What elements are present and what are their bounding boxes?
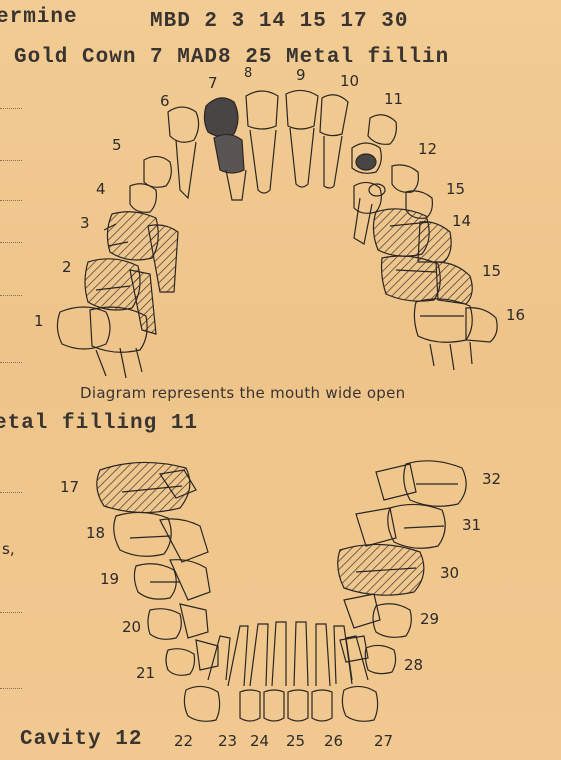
- metal-filling-note: etal filling 11: [0, 412, 198, 435]
- tooth-27: [342, 686, 377, 721]
- tooth-label: 26: [324, 732, 343, 750]
- tooth-24: [264, 690, 284, 721]
- tooth-label: 5: [112, 136, 122, 154]
- tooth-label: 10: [340, 72, 359, 90]
- tooth-label: 29: [420, 610, 439, 628]
- tooth-10: [320, 95, 348, 136]
- tooth-label: 15: [446, 180, 465, 198]
- tooth-8: [246, 91, 278, 129]
- tooth-28: [365, 645, 395, 673]
- tooth-label: 12: [418, 140, 437, 158]
- tooth-label: 3: [80, 214, 90, 232]
- tooth-9: [286, 90, 318, 129]
- tooth-17: [97, 462, 190, 512]
- tooth-label: 19: [100, 570, 119, 588]
- tooth-label: 11: [384, 90, 403, 108]
- diagram-caption: Diagram represents the mouth wide open: [80, 384, 405, 402]
- tooth-label: 24: [250, 732, 269, 750]
- tooth-label: 32: [482, 470, 501, 488]
- tooth-label: 15: [482, 262, 501, 280]
- tooth-5: [144, 156, 171, 187]
- tooth-12: [392, 165, 418, 192]
- tooth-label: 31: [462, 516, 481, 534]
- tooth-label: 16: [506, 306, 525, 324]
- tooth-6: [168, 107, 199, 142]
- tooth-label: 21: [136, 664, 155, 682]
- tooth-23: [240, 690, 260, 721]
- tooth-15: [382, 256, 441, 301]
- cavity-note: Cavity 12: [20, 728, 142, 751]
- tooth-label: 7: [208, 74, 218, 92]
- tooth-label: 9: [296, 66, 306, 84]
- tooth-1: [57, 307, 110, 349]
- tooth-label: 22: [174, 732, 193, 750]
- tooth-25: [288, 690, 308, 721]
- tooth-label: 23: [218, 732, 237, 750]
- tooth-label: 2: [62, 258, 72, 276]
- tooth-16: [414, 299, 472, 342]
- tooth-20: [148, 609, 181, 640]
- tooth-4: [130, 184, 156, 213]
- tooth-label: 14: [452, 212, 471, 230]
- tooth-label: 4: [96, 180, 106, 198]
- tooth-label: 28: [404, 656, 423, 674]
- tooth-label: 8: [244, 66, 252, 81]
- tooth-label: 17: [60, 478, 79, 496]
- tooth-label: 30: [440, 564, 459, 582]
- tooth-7-crown: [204, 98, 238, 137]
- tooth-label: 25: [286, 732, 305, 750]
- tooth-26: [312, 690, 332, 721]
- tooth-label: 6: [160, 92, 170, 110]
- tooth-label: 18: [86, 524, 105, 542]
- tooth-2: [85, 259, 140, 310]
- tooth-label: 1: [34, 312, 44, 330]
- tooth-22: [184, 686, 219, 721]
- tooth-label: 20: [122, 618, 141, 636]
- tooth-label: 27: [374, 732, 393, 750]
- tooth-21: [166, 649, 195, 676]
- margin-mark: s,: [2, 540, 15, 558]
